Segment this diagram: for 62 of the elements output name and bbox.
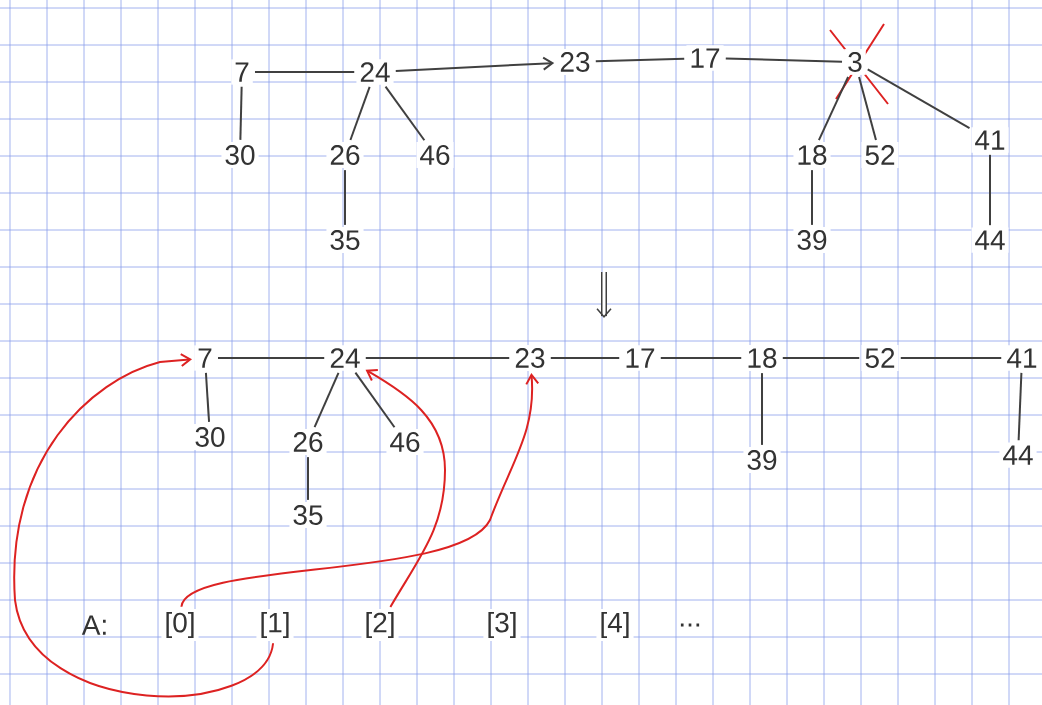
key-number: 26 — [289, 429, 327, 455]
key-number: 41 — [1003, 345, 1041, 371]
key-number: 7 — [231, 59, 253, 85]
key-number: 23 — [511, 345, 549, 371]
array-label: A: — [81, 615, 106, 635]
key-number: 17 — [686, 45, 724, 71]
key-number: 23 — [556, 49, 594, 75]
tree-edge — [1017, 371, 1023, 442]
tree-edge — [549, 357, 621, 359]
tree-edge — [594, 57, 686, 63]
tree-edge — [781, 357, 861, 359]
tree-edge — [858, 76, 877, 141]
key-number: 52 — [861, 345, 899, 371]
key-number: 3 — [844, 49, 866, 75]
tree-edge — [989, 153, 991, 227]
array-cell: [2] — [361, 608, 399, 642]
tree-edge — [239, 85, 243, 141]
key-number: 39 — [743, 447, 781, 473]
tree-edge — [817, 75, 850, 142]
pointer-arrow — [180, 373, 540, 608]
tree-edge — [724, 57, 843, 63]
key-number: 26 — [326, 142, 364, 168]
tree-edge — [659, 357, 743, 359]
tree-edge — [204, 371, 211, 423]
key-number: 30 — [221, 142, 259, 168]
tree-edge — [899, 357, 1003, 359]
key-number: 41 — [971, 127, 1009, 153]
tree-edge — [313, 371, 340, 429]
tree-edge — [217, 357, 326, 359]
tree-edge — [349, 85, 371, 141]
array-cell: [1] — [256, 608, 294, 642]
tree-edge — [384, 85, 426, 142]
tree-edge — [354, 371, 396, 429]
pointer-arrow — [13, 353, 275, 698]
array-cell: [4] — [596, 608, 634, 642]
key-number: 46 — [386, 429, 424, 455]
pointer-arrow — [365, 369, 446, 609]
key-number: 30 — [191, 424, 229, 450]
key-number: 7 — [194, 345, 216, 371]
tree-edge — [344, 169, 346, 226]
tree-edge — [811, 169, 813, 226]
array-cell: [0] — [161, 608, 199, 642]
key-number: 35 — [289, 502, 327, 528]
key-number: 18 — [743, 345, 781, 371]
key-number: 44 — [971, 227, 1009, 253]
tree-edge — [866, 68, 971, 130]
tree-edge — [254, 71, 356, 73]
tree-edge — [761, 372, 763, 446]
key-number: 39 — [793, 227, 831, 253]
tree-edge — [364, 357, 511, 359]
arrow — [394, 56, 555, 72]
key-number: 35 — [326, 227, 364, 253]
array-label: ... — [680, 623, 700, 627]
key-number: 46 — [416, 142, 454, 168]
key-number: 24 — [356, 59, 394, 85]
key-number: 24 — [326, 345, 364, 371]
key-number: 52 — [861, 142, 899, 168]
array-cell: [3] — [483, 608, 521, 642]
key-number: 17 — [621, 345, 659, 371]
key-number: 44 — [999, 442, 1037, 468]
tree-edge — [307, 456, 309, 501]
key-number: 18 — [793, 142, 831, 168]
